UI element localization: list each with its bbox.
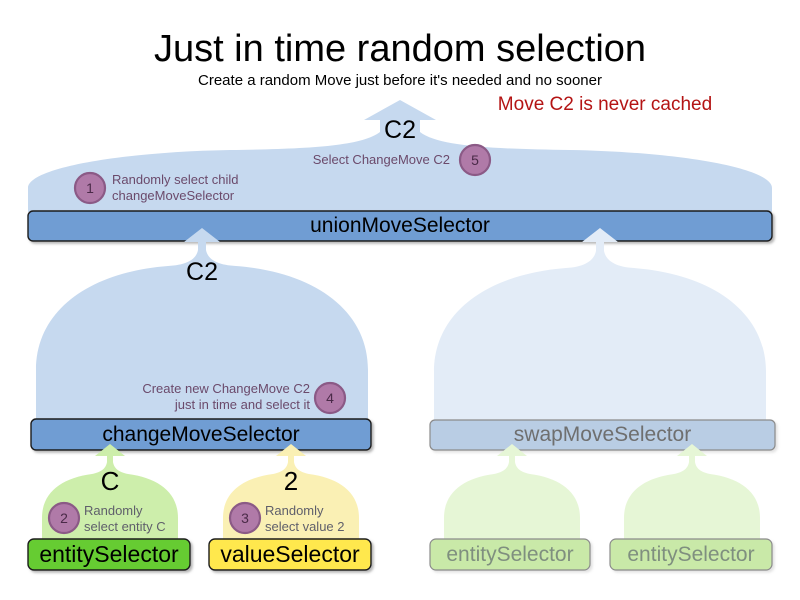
page-subtitle: Create a random Move just before it's ne… (198, 72, 602, 89)
step-circle-2 (47, 501, 81, 535)
step-1-annotation: Randomly select child changeMoveSelector (112, 172, 332, 204)
entity-selector-right-b-box[interactable] (609, 538, 773, 571)
step-4-line1: Create new ChangeMove C2 (142, 381, 310, 396)
entity-right-a-dome-shape (444, 444, 580, 540)
swap-dome-shape (434, 228, 766, 421)
value-left-dome-caption: 2 (283, 466, 299, 496)
swap-move-selector-box[interactable] (429, 419, 776, 451)
entity-left-dome-caption: C (100, 466, 120, 496)
union-dome-caption: C2 (384, 116, 416, 144)
step-5-annotation: Select ChangeMove C2 (250, 152, 450, 168)
entity-selector-left-box[interactable] (27, 538, 191, 571)
step-5-line1: Select ChangeMove C2 (312, 152, 450, 167)
value-selector-box[interactable] (208, 538, 372, 571)
step-4-line2: just in time and select it (174, 397, 310, 412)
never-cached-note: Move C2 is never cached (497, 94, 713, 115)
step-circle-4 (313, 381, 347, 415)
union-dome-shape (28, 100, 772, 212)
entity-right-b-dome-shape (624, 444, 760, 540)
entity-selector-right-a-box[interactable] (429, 538, 591, 571)
change-dome-caption: C2 (186, 258, 218, 286)
page-title: Just in time random selection (153, 28, 647, 70)
step-1-line1: Randomly select child (112, 172, 239, 187)
step-3-line2: select value 2 (265, 519, 345, 534)
step-circle-1 (73, 171, 107, 205)
step-2-line2: select entity C (84, 519, 166, 534)
change-dome-shape (36, 228, 368, 420)
step-2-annotation: Randomly select entity C (84, 503, 204, 535)
step-circle-5 (458, 143, 492, 177)
step-circle-3 (228, 501, 262, 535)
step-3-line1: Randomly (265, 503, 324, 518)
union-move-selector-box[interactable] (27, 210, 773, 242)
step-1-line2: changeMoveSelector (112, 188, 235, 203)
step-2-line1: Randomly (84, 503, 143, 518)
change-move-selector-box[interactable] (30, 418, 372, 451)
step-3-annotation: Randomly select value 2 (265, 503, 385, 535)
step-4-annotation: Create new ChangeMove C2 just in time an… (100, 381, 310, 413)
